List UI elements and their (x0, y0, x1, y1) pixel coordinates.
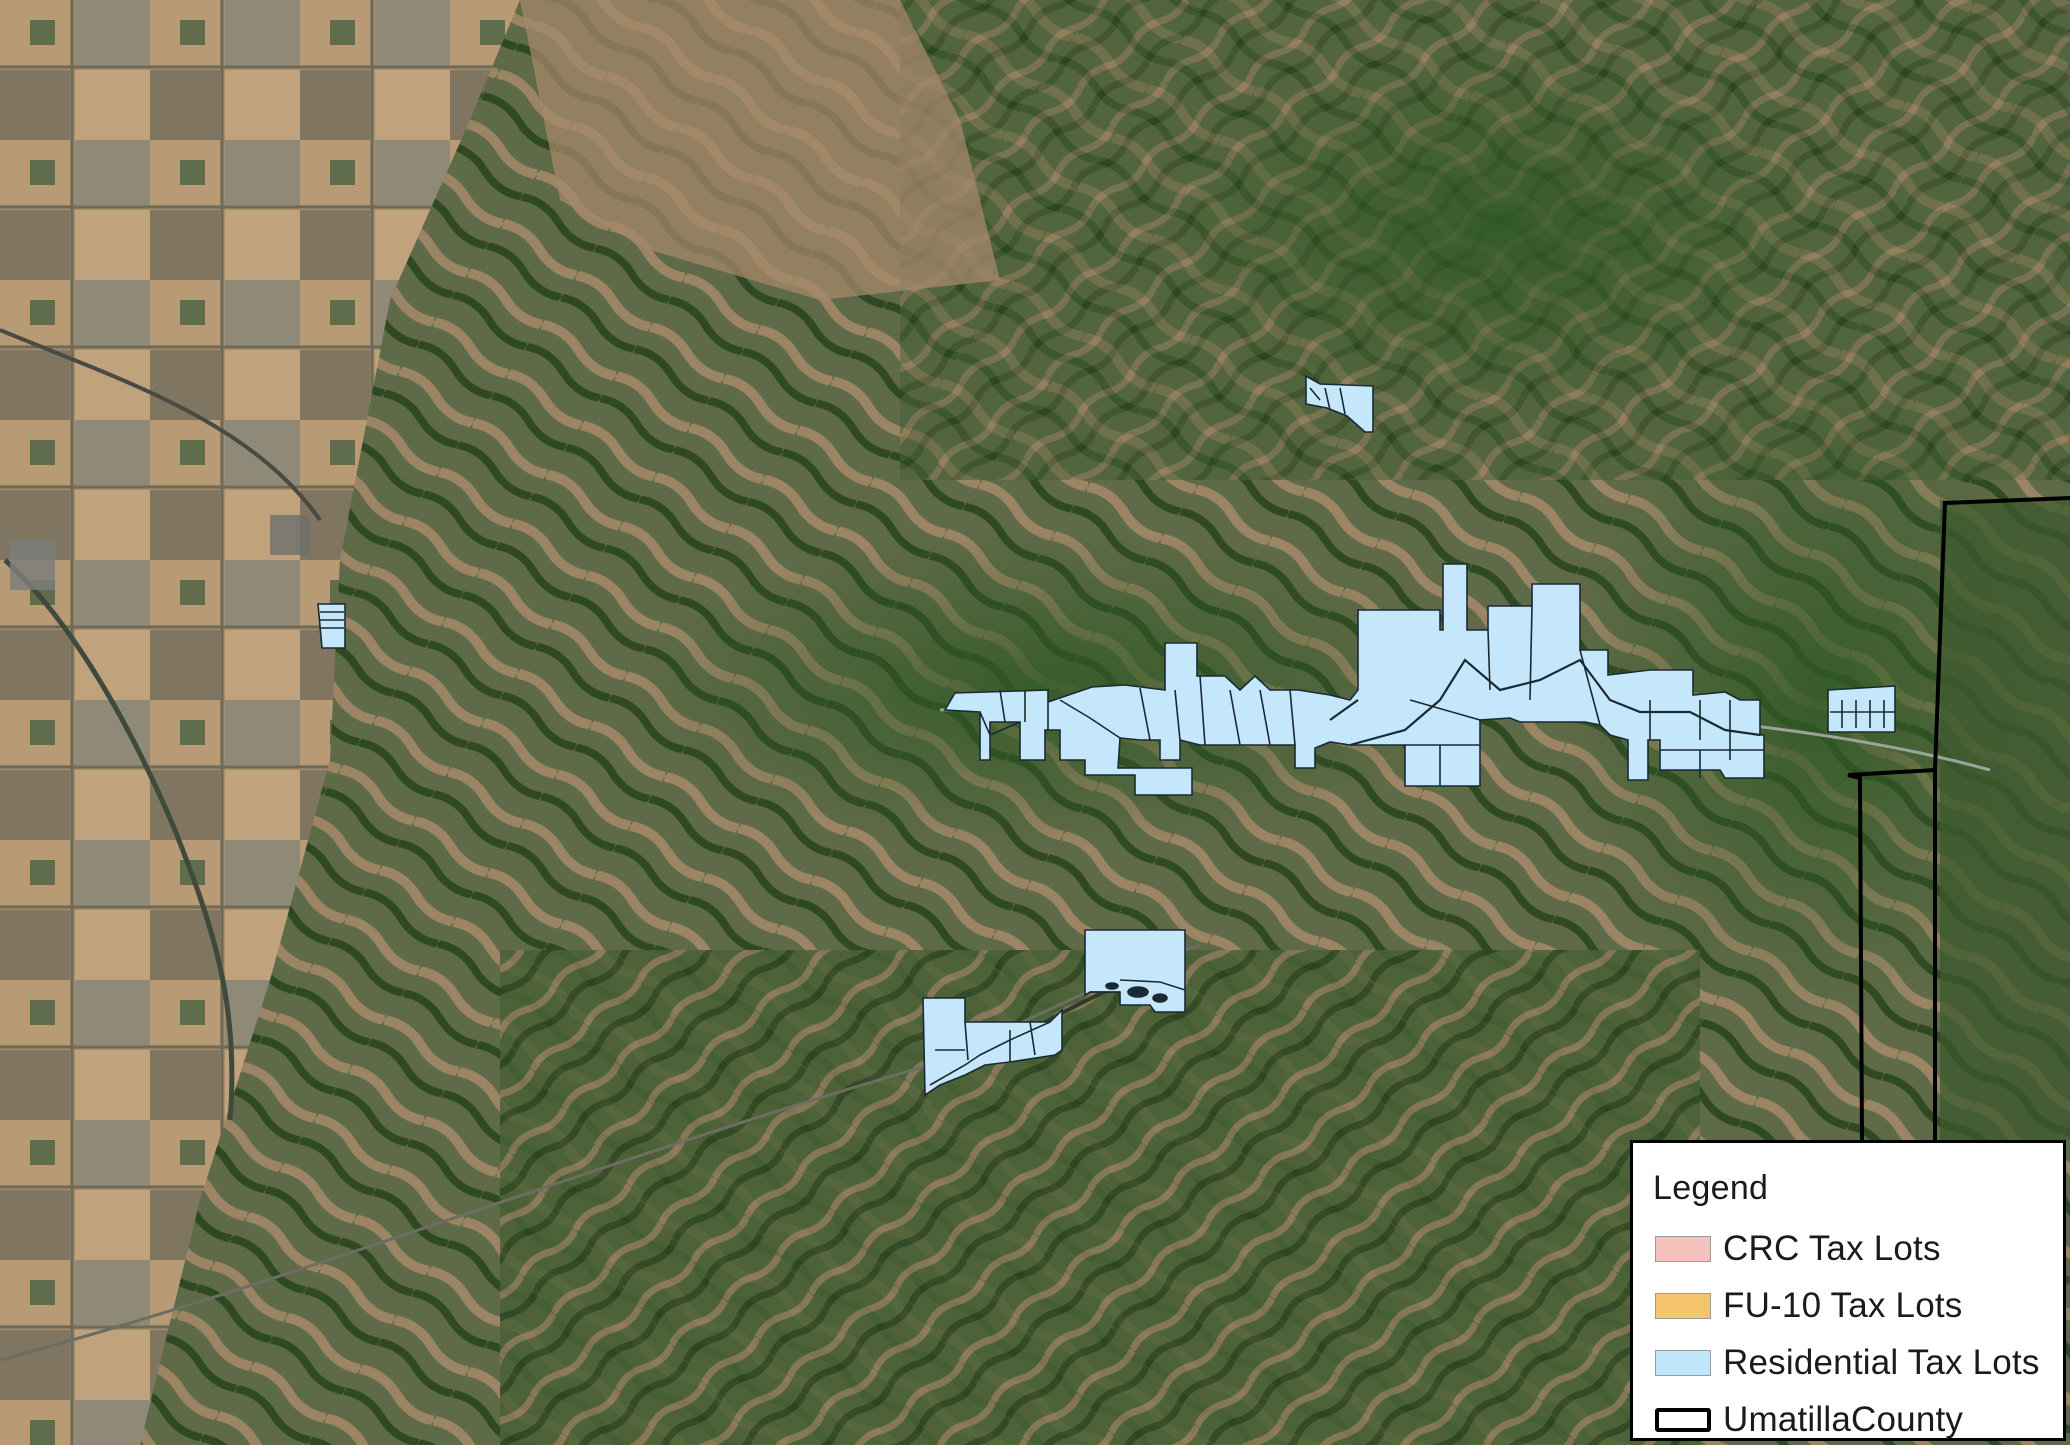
legend-label-fu10: FU-10 Tax Lots (1723, 1285, 1963, 1325)
residential-lot-west (317, 603, 346, 649)
residential-lot-north (1305, 374, 1374, 433)
map-legend: Legend CRC Tax Lots FU-10 Tax Lots Resid… (1630, 1140, 2066, 1441)
legend-swatch-residential (1655, 1349, 1711, 1376)
legend-item-crc-tax-lots: CRC Tax Lots (1649, 1220, 2063, 1277)
road-northwest (0, 328, 322, 522)
legend-item-residential-tax-lots: Residential Tax Lots (1649, 1334, 2063, 1391)
forest-central (630, 530, 1470, 850)
forest-northeast (1170, 50, 1830, 410)
legend-title: Legend (1653, 1169, 1769, 1207)
umatilla-county-boundary (1847, 496, 2070, 1141)
residential-tax-lots (317, 374, 1896, 1097)
forest-east-edge (1940, 500, 2070, 1140)
legend-label-crc: CRC Tax Lots (1723, 1228, 1941, 1268)
legend-item-fu10-tax-lots: FU-10 Tax Lots (1649, 1277, 2063, 1334)
terrain-hills-south (500, 950, 1700, 1445)
legend-item-umatilla-county: UmatillaCounty (1649, 1391, 2063, 1445)
town-west (10, 540, 55, 590)
residential-lot-east (1827, 685, 1896, 733)
legend-swatch-county (1655, 1407, 1711, 1432)
farmland-north (520, 0, 1000, 300)
town-northwest (270, 515, 310, 555)
legend-label-residential: Residential Tax Lots (1723, 1342, 2040, 1382)
river-west (3, 558, 235, 1121)
farmland-west (0, 0, 520, 1445)
legend-swatch-fu10 (1655, 1292, 1711, 1319)
legend-label-county: UmatillaCounty (1723, 1399, 1964, 1439)
legend-swatch-crc (1655, 1235, 1711, 1262)
